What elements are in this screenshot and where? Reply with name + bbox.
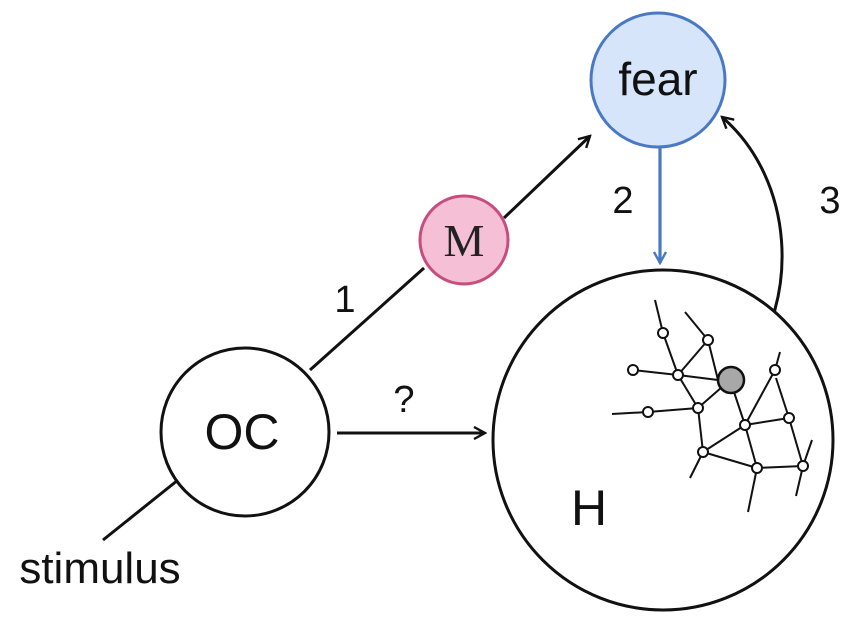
- fear-label: fear: [618, 53, 697, 105]
- oc-node: [159, 346, 331, 518]
- h-node: [491, 268, 835, 612]
- highlighted-neuron: [716, 365, 746, 395]
- edge-label-question: ?: [393, 379, 414, 421]
- oc-label: OC: [205, 404, 280, 460]
- stimulus-line: [102, 478, 179, 542]
- h-label: H: [571, 480, 607, 536]
- m-label: M: [444, 215, 485, 266]
- edge-label-1: 1: [334, 279, 355, 321]
- fear-node: [589, 11, 727, 149]
- edge-oc-to-m: [308, 266, 426, 372]
- edge-m-to-fear: [502, 136, 590, 220]
- stimulus-label: stimulus: [19, 544, 180, 593]
- edge-label-3: 3: [819, 180, 840, 222]
- m-node: [418, 194, 510, 286]
- neural-network-nodes: [627, 327, 809, 474]
- edge-label-2: 2: [612, 180, 633, 222]
